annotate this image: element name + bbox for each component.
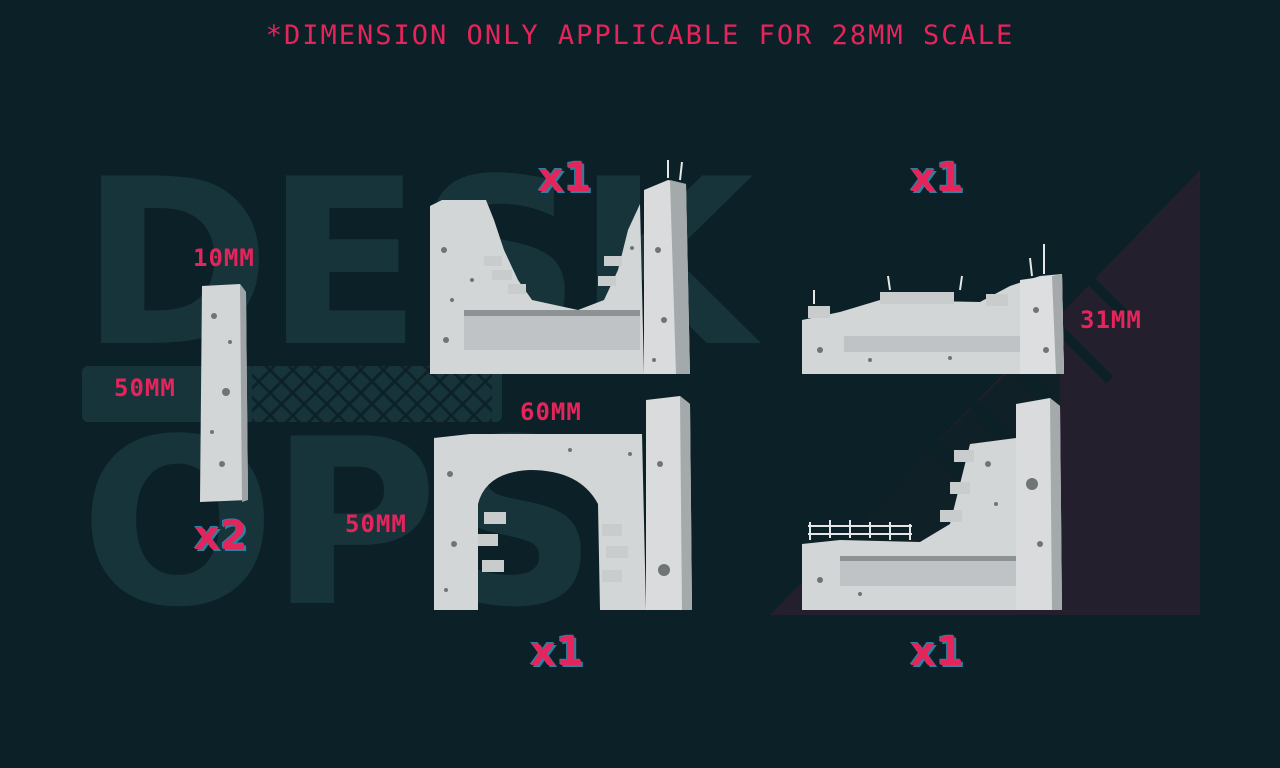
corner-wall-piece-image [802, 398, 1062, 610]
pillar-piece-image [200, 284, 248, 502]
arch-wall-piece-image [434, 396, 692, 610]
low-wall-height-label: 31MM [1080, 306, 1142, 334]
pillar-width-label: 10MM [193, 244, 255, 272]
scale-notice: *DIMENSION ONLY APPLICABLE FOR 28MM SCAL… [265, 20, 1015, 51]
arch-wall-quantity: x1 [530, 629, 584, 675]
u-wall-piece-image [430, 160, 690, 374]
arch-wall-height-label: 50MM [345, 510, 407, 538]
pillar-quantity: x2 [194, 513, 248, 559]
low-wall-piece-image [802, 244, 1064, 374]
watermark-hatch-pattern [252, 366, 492, 422]
corner-wall-quantity: x1 [910, 629, 964, 675]
low-wall-quantity: x1 [910, 155, 964, 201]
arch-wall-width-label: 60MM [520, 398, 582, 426]
pillar-height-label: 50MM [114, 374, 176, 402]
u-wall-quantity: x1 [538, 155, 592, 201]
